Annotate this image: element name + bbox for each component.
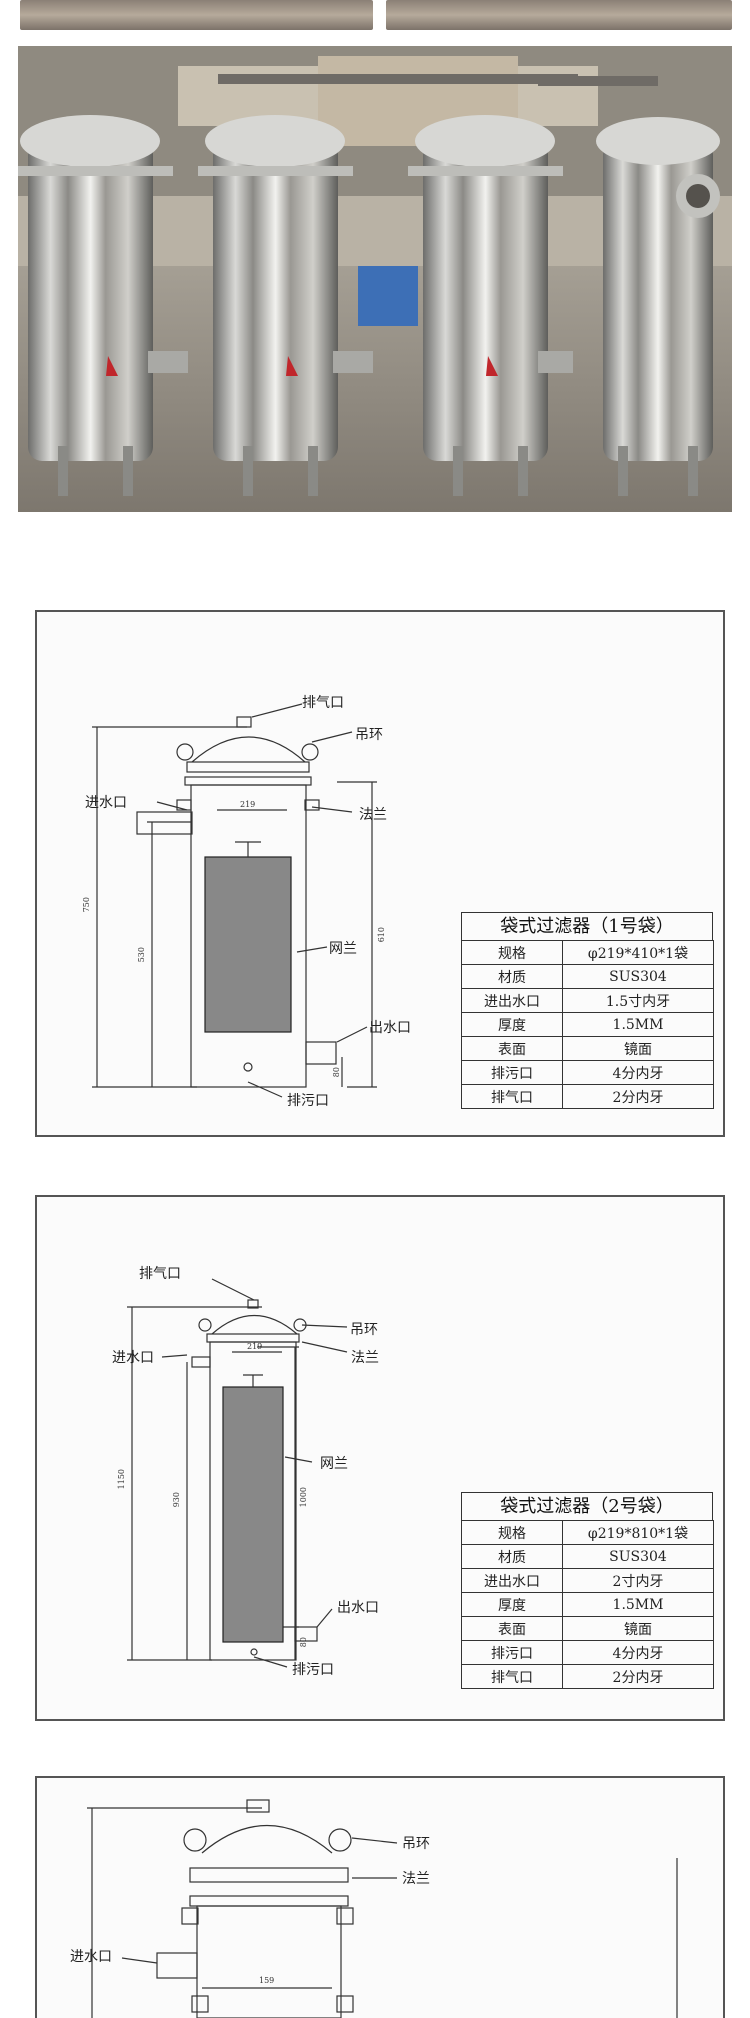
spec-key: 规格	[461, 940, 563, 965]
spec-key: 材质	[461, 964, 563, 989]
label-drain: 排污口	[287, 1093, 329, 1109]
spec-key: 进出水口	[461, 988, 563, 1013]
spec-value: 1.5寸内牙	[562, 988, 714, 1013]
label-vent: 排气口	[302, 695, 344, 711]
spec-value: φ219*410*1袋	[562, 940, 714, 965]
label-flange: 法兰	[359, 807, 387, 823]
spec-key: 表面	[461, 1036, 563, 1061]
label-inlet: 进水口	[85, 795, 127, 811]
dim-inner-height: 530	[137, 947, 146, 963]
spec-value: φ219*810*1袋	[562, 1520, 714, 1545]
spec-key: 材质	[461, 1544, 563, 1569]
product-photo-fragment-right	[386, 0, 732, 30]
spec-key: 表面	[461, 1616, 563, 1641]
spec-value: 2分内牙	[562, 1084, 714, 1109]
filter-drawing-1	[92, 703, 377, 1098]
label-mesh: 网兰	[329, 941, 357, 957]
dim-diameter: 219	[240, 800, 256, 809]
technical-drawing-1: 排气口 吊环 进水口 法兰 网兰 出水口 排污口 219 750 530 610…	[35, 610, 725, 1137]
spec-row: 表面镜面	[461, 1616, 714, 1641]
label-flange: 法兰	[402, 1871, 430, 1887]
dim-right-height: 610	[377, 927, 386, 943]
filter-drawing-2	[127, 1278, 348, 1668]
spec-key: 排气口	[461, 1664, 563, 1689]
label-drain: 排污口	[292, 1662, 334, 1678]
dim-diameter: 159	[259, 1976, 275, 1985]
product-photo-illustration	[18, 46, 732, 512]
dim-bottom-height: 80	[332, 1067, 341, 1078]
label-ring: 吊环	[350, 1322, 378, 1338]
spec-key: 厚度	[461, 1012, 563, 1037]
spec-key: 排气口	[461, 1084, 563, 1109]
spec-value: 4分内牙	[562, 1640, 714, 1665]
spec-key: 进出水口	[461, 1568, 563, 1593]
spec-value: 2分内牙	[562, 1664, 714, 1689]
spec-value: 1.5MM	[562, 1592, 714, 1617]
spec-row: 表面镜面	[461, 1036, 714, 1061]
spec-title: 袋式过滤器（2号袋）	[461, 1492, 713, 1521]
filter-drawing-3	[87, 1799, 678, 2018]
top-photo-strip	[0, 0, 750, 34]
spec-key: 规格	[461, 1520, 563, 1545]
dim-total-height: 1150	[117, 1469, 126, 1490]
label-mesh: 网兰	[320, 1456, 348, 1472]
product-photo-fragment-left	[20, 0, 373, 30]
spec-value: SUS304	[562, 964, 714, 989]
label-flange: 法兰	[351, 1350, 379, 1366]
label-ring: 吊环	[402, 1836, 430, 1852]
spec-key: 厚度	[461, 1592, 563, 1617]
label-ring: 吊环	[355, 727, 383, 743]
spec-value: 4分内牙	[562, 1060, 714, 1085]
product-photo	[18, 46, 732, 512]
spec-value: SUS304	[562, 1544, 714, 1569]
spec-key: 排污口	[461, 1060, 563, 1085]
label-outlet: 出水口	[337, 1600, 379, 1616]
spec-value: 2寸内牙	[562, 1568, 714, 1593]
dim-bottom-height: 80	[299, 1637, 308, 1648]
technical-drawing-3: 吊环 法兰 进水口 159	[35, 1776, 725, 2018]
label-outlet: 出水口	[369, 1020, 411, 1036]
dim-total-height: 750	[82, 897, 91, 913]
spec-value: 镜面	[562, 1616, 714, 1641]
dim-diameter: 219	[247, 1342, 263, 1351]
spec-title: 袋式过滤器（1号袋）	[461, 912, 713, 941]
dim-inner-height: 930	[172, 1492, 181, 1508]
label-vent: 排气口	[139, 1266, 181, 1282]
dim-right-height: 1000	[299, 1487, 308, 1508]
spec-value: 1.5MM	[562, 1012, 714, 1037]
label-inlet: 进水口	[112, 1350, 154, 1366]
spec-key: 排污口	[461, 1640, 563, 1665]
technical-drawing-2: 排气口 吊环 进水口 法兰 网兰 出水口 排污口 219 1150 930 10…	[35, 1195, 725, 1721]
label-inlet: 进水口	[70, 1949, 112, 1965]
spec-value: 镜面	[562, 1036, 714, 1061]
